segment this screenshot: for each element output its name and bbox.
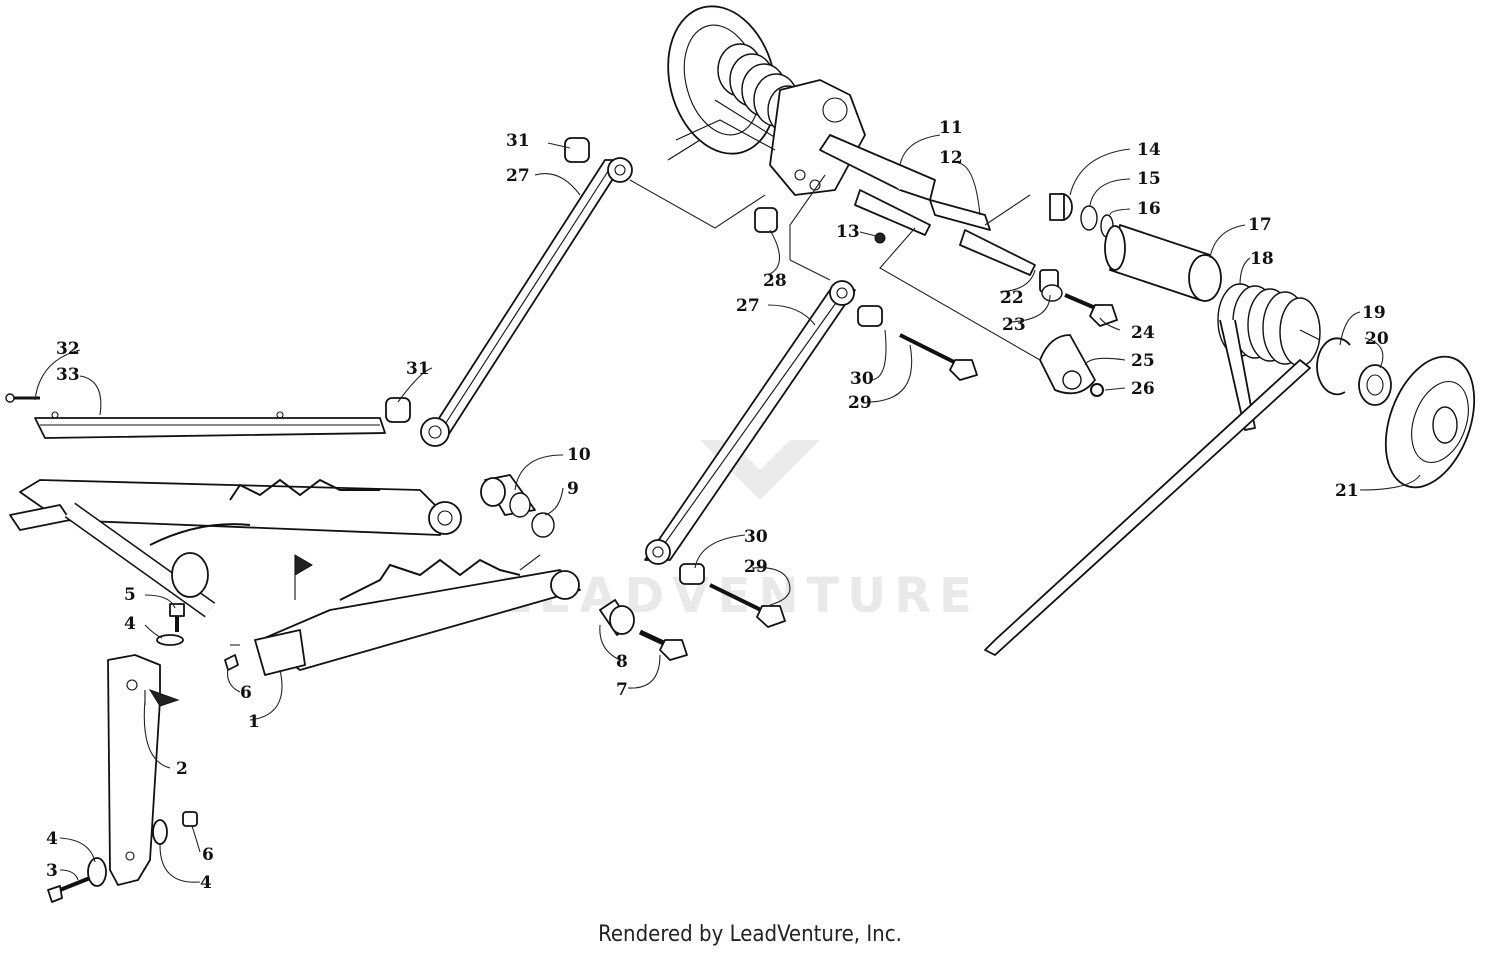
- callout-30b: 30: [744, 527, 768, 547]
- lower-idler-wheel-assembly: [1316, 337, 1476, 489]
- torsion-spring: [984, 283, 1321, 656]
- callout-16: 16: [1137, 199, 1161, 219]
- callout-10: 10: [567, 445, 591, 465]
- callout-29a: 29: [848, 393, 872, 413]
- callout-8: 8: [616, 652, 628, 672]
- lower-torque-arm-center: [644, 280, 978, 628]
- callout-24: 24: [1131, 323, 1155, 343]
- callout-18: 18: [1250, 249, 1274, 269]
- callout-2: 2: [176, 759, 188, 779]
- callout-13: 13: [836, 222, 860, 242]
- bushing-31-top: [564, 137, 590, 163]
- upper-torque-arm-left: [385, 137, 633, 447]
- callout-4a: 4: [124, 614, 136, 634]
- footer-credit: Rendered by LeadVenture, Inc.: [598, 922, 902, 947]
- callout-6b: 6: [202, 845, 214, 865]
- callout-31a: 31: [506, 131, 530, 151]
- callout-22: 22: [1000, 288, 1024, 308]
- bushing-31-bottom: [385, 397, 411, 423]
- callout-4b: 4: [46, 829, 58, 849]
- callout-31b: 31: [406, 359, 430, 379]
- callout-32: 32: [56, 339, 80, 359]
- callout-33: 33: [56, 365, 80, 385]
- frame-bushings-9-10: [480, 474, 555, 538]
- callout-29b: 29: [744, 557, 768, 577]
- callout-9: 9: [567, 479, 579, 499]
- rear-suspension-frame: [9, 478, 581, 676]
- callout-27b: 27: [736, 296, 760, 316]
- callout-12: 12: [939, 148, 963, 168]
- callout-28: 28: [763, 271, 787, 291]
- pointer-flag-icon-2: [148, 689, 180, 707]
- callout-27a: 27: [506, 166, 530, 186]
- callout-23: 23: [1002, 315, 1026, 335]
- axle-hardware: [1039, 269, 1118, 397]
- callout-5: 5: [124, 585, 136, 605]
- rear-arm-hardware: [47, 603, 239, 903]
- callout-labels: 1 2 3 4 4 4 5 6 6 7 8 9 10 11 12 13 14 1…: [46, 118, 1389, 893]
- frame-bushing-8-bolt-7: [599, 599, 688, 661]
- callout-21: 21: [1335, 481, 1359, 501]
- callout-26: 26: [1131, 379, 1155, 399]
- shaft-bushings: [1049, 193, 1222, 302]
- leader-lines: [34, 134, 1421, 883]
- callout-25: 25: [1131, 351, 1155, 371]
- pointer-flag-icon: [294, 554, 313, 576]
- callout-20: 20: [1365, 329, 1389, 349]
- callout-19: 19: [1362, 303, 1386, 323]
- set-screw-13: [874, 232, 886, 244]
- callout-30a: 30: [850, 369, 874, 389]
- rear-arm: [107, 654, 180, 886]
- bushing-28: [754, 207, 778, 233]
- callout-14: 14: [1137, 140, 1161, 160]
- callout-7: 7: [616, 680, 628, 700]
- callout-15: 15: [1137, 169, 1161, 189]
- upper-idler-wheel-assembly: [667, 5, 866, 196]
- callout-3: 3: [46, 861, 58, 881]
- slide-rail-assembly: [5, 393, 386, 439]
- callout-6a: 6: [240, 683, 252, 703]
- callout-17: 17: [1248, 215, 1272, 235]
- callout-11: 11: [939, 118, 963, 138]
- callout-1: 1: [248, 712, 260, 732]
- callout-4c: 4: [200, 873, 212, 893]
- rear-axle-shaft: [819, 134, 1036, 276]
